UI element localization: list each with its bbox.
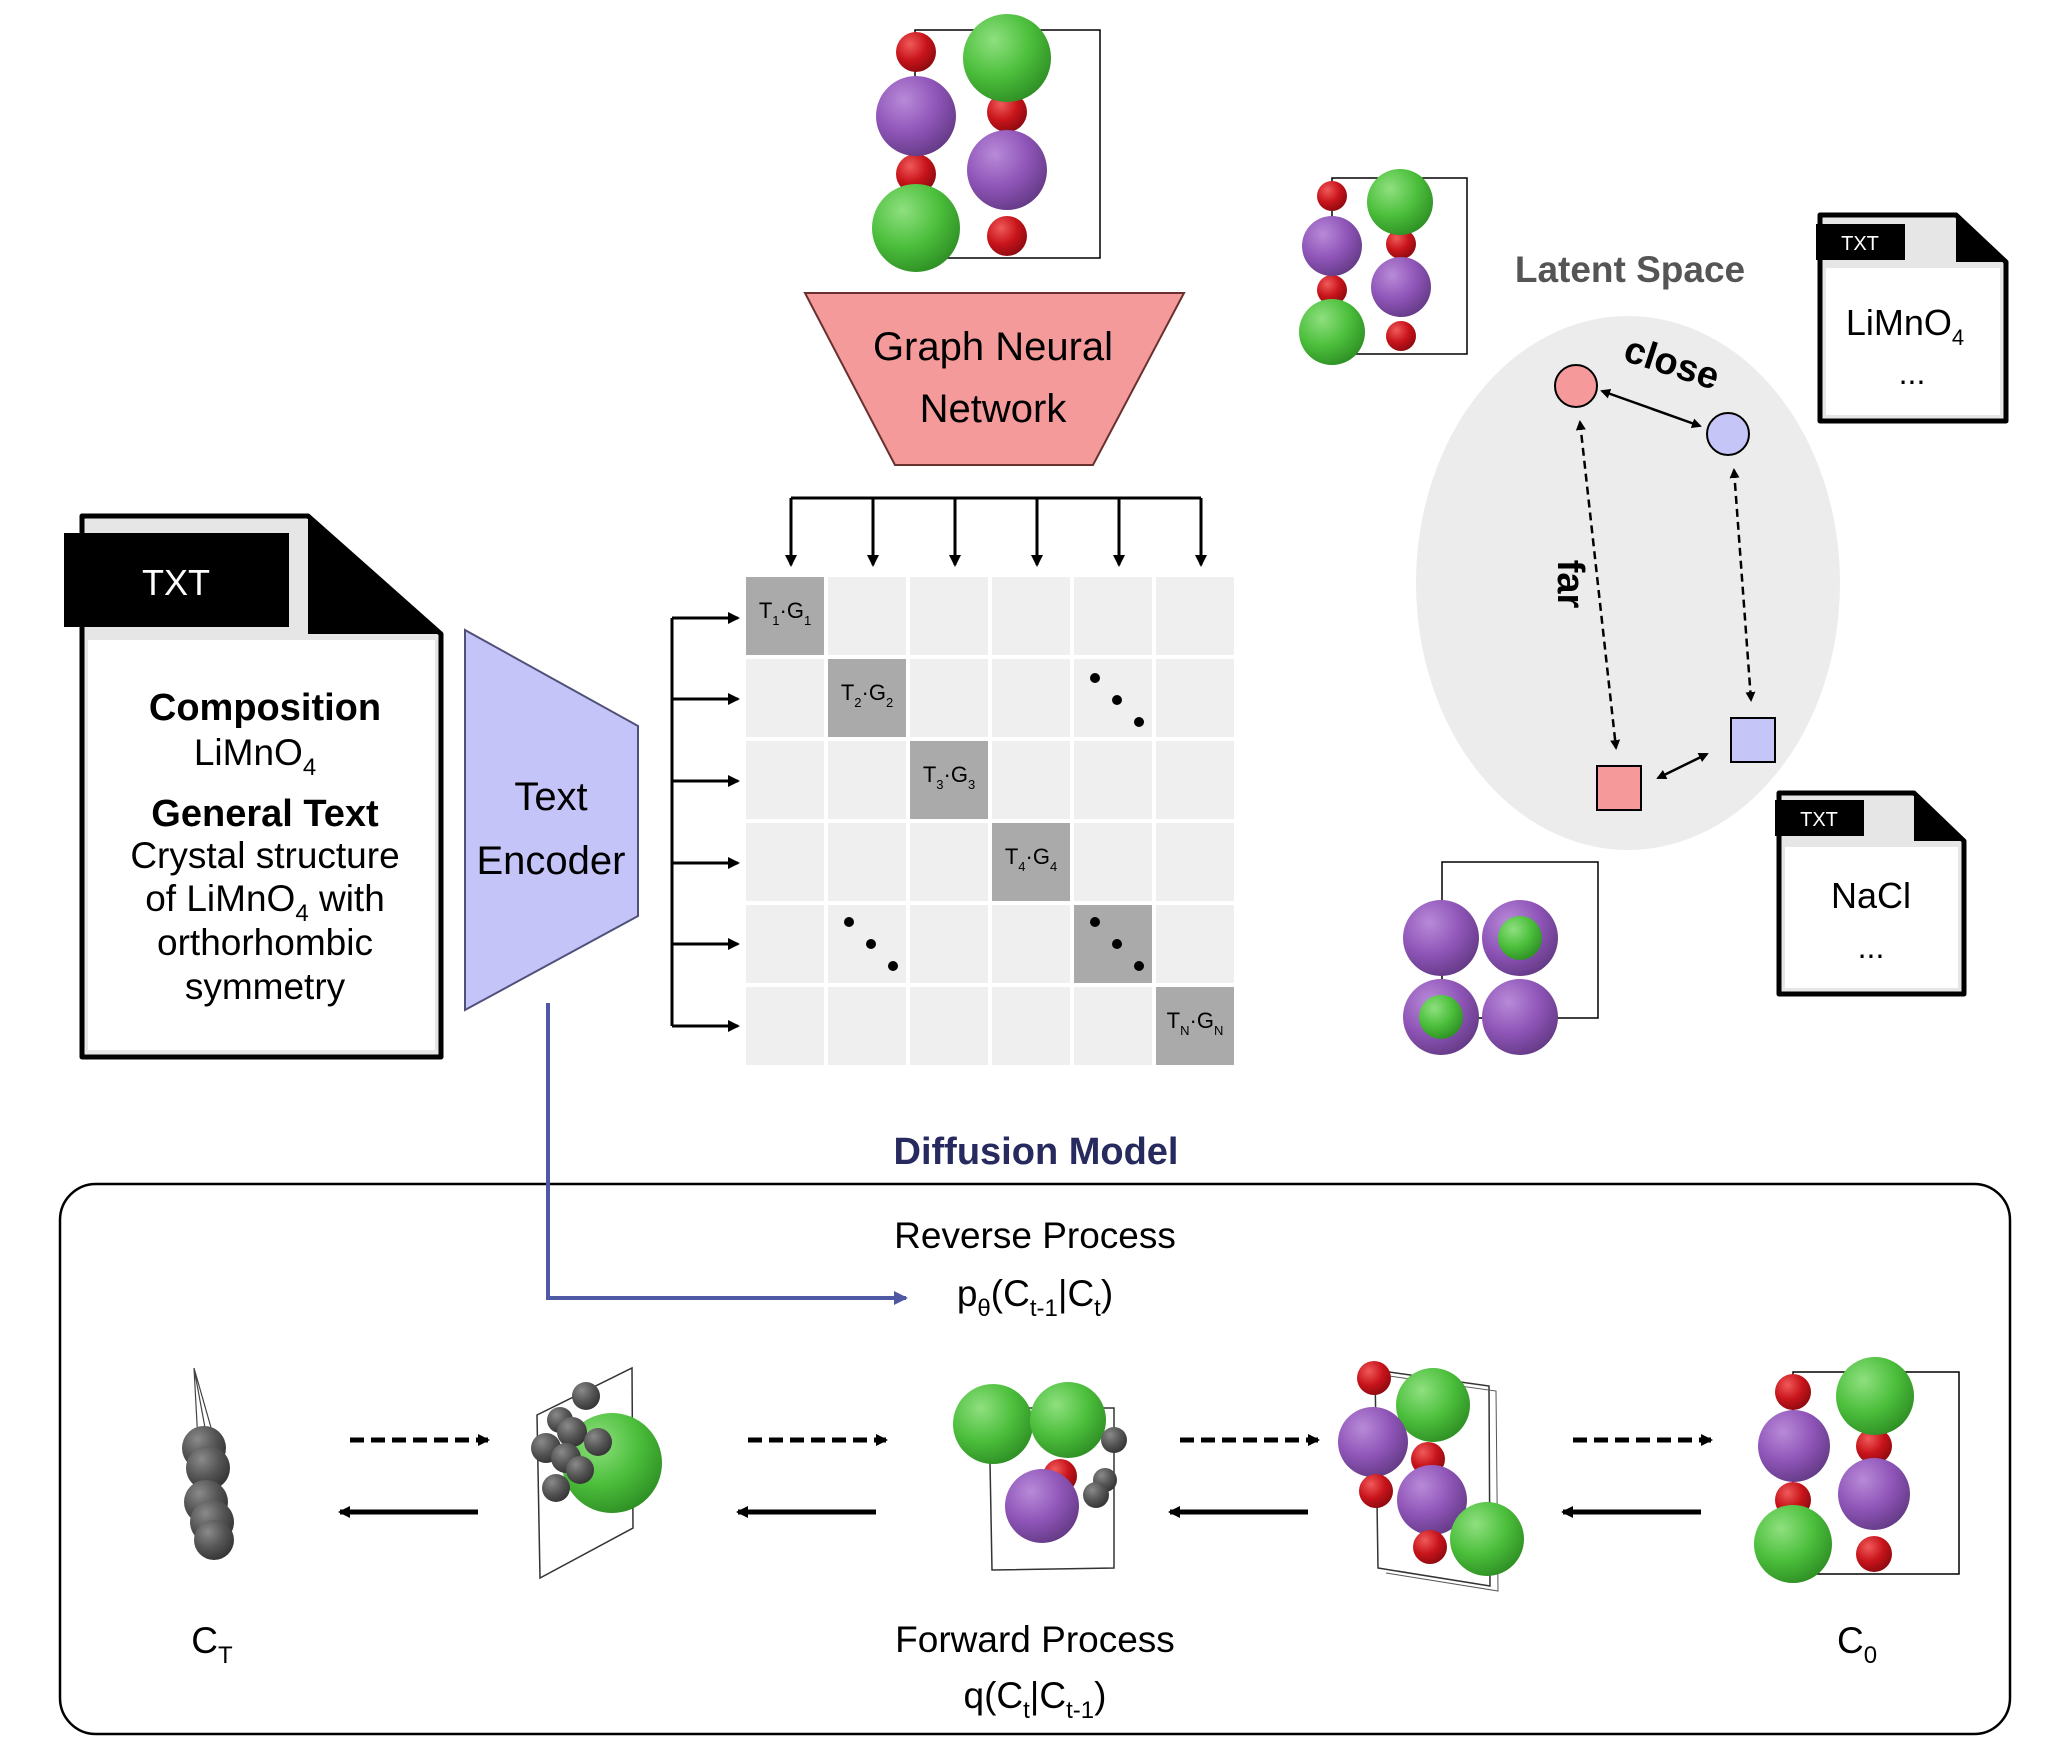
reverse-process-formula: pθ(Ct-1|Ct) [957, 1273, 1113, 1322]
txt-tag-label: TXT [142, 562, 210, 603]
nacl-text-document: TXT NaCl ... [1775, 790, 1967, 997]
matrix-cell-diagonal [746, 577, 824, 655]
latent-text-point-blue [1706, 412, 1750, 456]
matrix-cell [992, 905, 1070, 983]
crystal-state-step-3 [953, 1382, 1127, 1571]
reverse-process-label: Reverse Process [894, 1215, 1176, 1256]
matrix-cell [1156, 659, 1234, 737]
crystal-structure-limno4-large [872, 14, 1101, 272]
matrix-cell [1074, 823, 1152, 901]
nacl-txt-tag-label: TXT [1800, 809, 1838, 831]
matrix-cell [828, 823, 906, 901]
general-text-line-1: Crystal structure [130, 835, 399, 876]
forward-process-formula: q(Ct|Ct-1) [964, 1675, 1107, 1724]
text-encoder-block: Text Encoder [464, 628, 639, 1012]
matrix-cell [910, 577, 988, 655]
matrix-cell [992, 987, 1070, 1065]
matrix-diagonal-label: TN·GN [1167, 1008, 1224, 1038]
composition-heading: Composition [149, 687, 381, 729]
limno4-doc-formula: LiMnO4 [1846, 302, 1964, 350]
nacl-txt-tag [1775, 800, 1864, 836]
matrix-cell [746, 823, 824, 901]
matrix-diagonal-label: T3·G3 [923, 762, 975, 792]
gnn-block: Graph Neural Network [803, 292, 1186, 466]
latent-crystal-point-blue [1730, 717, 1776, 763]
diffusion-step-arrows [338, 1434, 1713, 1518]
matrix-cell-diagonal [910, 741, 988, 819]
matrix-cell [828, 987, 906, 1065]
matrix-cell [1156, 577, 1234, 655]
matrix-cell [746, 659, 824, 737]
matrix-cell [828, 577, 906, 655]
state-c0-label: C0 [1837, 1620, 1877, 1669]
general-text-line-2: of LiMnO4 with [145, 878, 385, 927]
text-conditioning-arrow [546, 1003, 908, 1305]
latent-space-panel: Latent Space close far [1416, 249, 1840, 850]
latent-text-point-red [1554, 364, 1598, 408]
matrix-cell [1074, 987, 1152, 1065]
limno4-txt-tag [1816, 224, 1905, 260]
text-encoder-label-2: Encoder [477, 839, 626, 883]
matrix-cell-diagonal [1156, 987, 1234, 1065]
matrix-cell-diagonal [992, 823, 1070, 901]
limno4-text-document: TXT LiMnO4 ... [1816, 212, 2009, 424]
main-text-document: TXT Composition LiMnO4 General Text Crys… [64, 513, 444, 1060]
crystal-state-ct [182, 1367, 234, 1560]
crystal-structure-limno4-small [1299, 169, 1468, 365]
general-text-line-3: orthorhombic [157, 922, 373, 963]
matrix-cell-diagonal [828, 659, 906, 737]
matrix-cell [992, 741, 1070, 819]
matrix-cell [746, 905, 824, 983]
crystal-structure-nacl [1403, 861, 1599, 1055]
matrix-cell [910, 905, 988, 983]
crystal-state-step-2 [531, 1366, 662, 1580]
limno4-doc-ellipsis: ... [1899, 355, 1926, 391]
matrix-cell [992, 659, 1070, 737]
matrix-cell [1156, 905, 1234, 983]
matrix-cell [910, 823, 988, 901]
general-text-heading: General Text [151, 793, 379, 835]
matrix-cell [746, 987, 824, 1065]
latent-crystal-point-red [1596, 765, 1642, 811]
matrix-diagonal-label: T2·G2 [841, 680, 893, 710]
matrix-cell [1074, 577, 1152, 655]
matrix-cell [1156, 823, 1234, 901]
forward-process-label: Forward Process [895, 1619, 1175, 1660]
matrix-cell [910, 659, 988, 737]
gnn-label-2: Network [920, 387, 1068, 431]
nacl-doc-formula: NaCl [1831, 875, 1911, 916]
matrix-cell [992, 577, 1070, 655]
txt-tag [64, 533, 289, 627]
latent-far-label: far [1549, 560, 1591, 609]
composition-formula: LiMnO4 [194, 732, 316, 781]
latent-space-title: Latent Space [1515, 249, 1745, 290]
crystal-state-step-4 [1338, 1361, 1524, 1592]
diffusion-model-panel [58, 1182, 2012, 1736]
matrix-cell [746, 741, 824, 819]
nacl-doc-ellipsis: ... [1858, 929, 1885, 965]
matrix-cell [910, 987, 988, 1065]
matrix-cell [1156, 741, 1234, 819]
matrix-diagonal-label: T4·G4 [1005, 844, 1057, 874]
limno4-txt-tag-label: TXT [1841, 233, 1879, 255]
gnn-label-1: Graph Neural [873, 325, 1113, 369]
matrix-ellipsis-dots [844, 673, 1144, 971]
text-encoder-output-arrows [670, 612, 740, 1032]
general-text-line-4: symmetry [185, 966, 346, 1007]
text-encoder-label-1: Text [514, 775, 587, 819]
matrix-cell [828, 741, 906, 819]
matrix-diagonal-label: T1·G1 [759, 598, 811, 628]
gnn-output-arrows [785, 496, 1207, 567]
crystal-state-c0 [1754, 1357, 1960, 1583]
state-ct-label: CT [191, 1620, 233, 1669]
diffusion-model-title: Diffusion Model [894, 1131, 1179, 1173]
matrix-cell [1074, 741, 1152, 819]
